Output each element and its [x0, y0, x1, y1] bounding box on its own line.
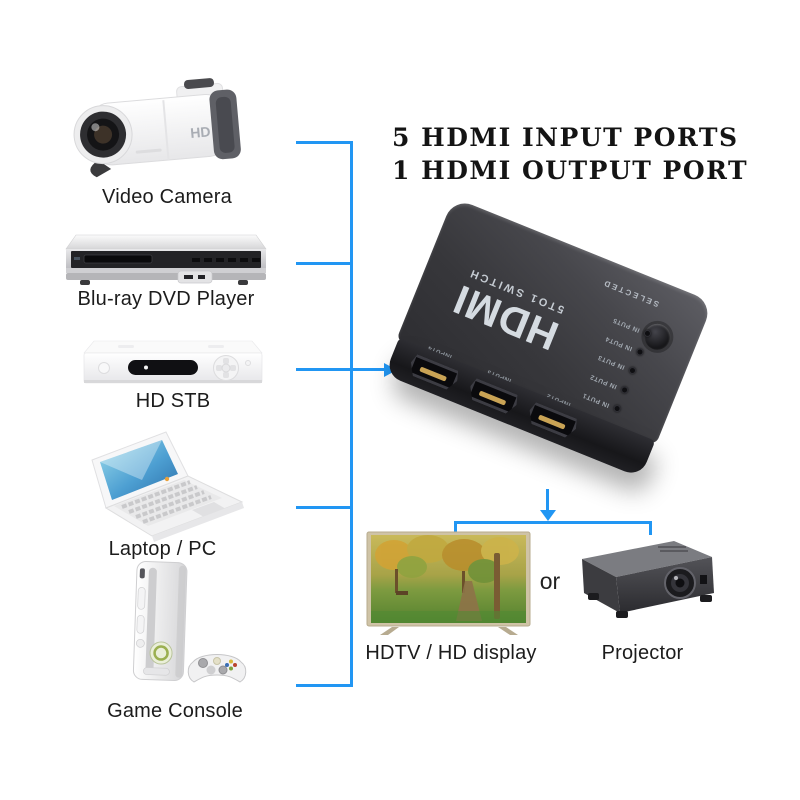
bluray-disc-tray [83, 254, 153, 264]
headline-line1: 5 HDMI INPUT PORTS [392, 123, 739, 152]
bluray-player-image [60, 229, 272, 289]
output-arrowhead-icon [539, 510, 556, 521]
output-bracket-line [454, 521, 652, 524]
bracket-left-drop [454, 521, 457, 535]
hdmi-port-input2[interactable] [525, 401, 580, 440]
hdmi-port-input3[interactable] [466, 377, 521, 416]
game-console-image [85, 556, 265, 702]
console-power-button [149, 641, 173, 665]
or-label: or [539, 568, 561, 594]
console-controller [187, 654, 247, 683]
camera-strap [90, 160, 112, 178]
projector-ir-window [700, 575, 707, 584]
led-dot-icon [612, 403, 622, 414]
tv-screen [371, 535, 526, 623]
camera-stub-line [296, 141, 352, 144]
stb-display [128, 360, 198, 375]
bluray-stub-line [296, 262, 352, 265]
bluray-buttons [192, 258, 260, 262]
bluray-player-label: Blu-ray DVD Player [77, 288, 255, 310]
laptop-label: Laptop / PC [108, 538, 217, 560]
hdtv-image [366, 531, 532, 637]
laptop-screen [100, 440, 178, 500]
projector-label: Projector [601, 642, 684, 664]
tv-leg-right [498, 627, 518, 635]
bracket-right-drop [649, 521, 652, 535]
console-tower [132, 560, 188, 682]
input-bus-line [350, 141, 353, 687]
laptop-stub-line [296, 506, 352, 509]
hd-stb-label: HD STB [135, 390, 211, 412]
headline-line2: 1 HDMI OUTPUT PORT [392, 156, 749, 185]
hdmi-switch-device: HDMI 5TO1 SWITCH SELECTED IN PUT1 IN PUT… [383, 197, 714, 478]
led-dot-icon [627, 366, 637, 376]
video-camera-image: HD [64, 76, 270, 186]
hdtv-label: HDTV / HD display [365, 642, 537, 664]
laptop-image [70, 430, 255, 542]
hdmi-port-input4[interactable] [406, 353, 461, 392]
led-dot-icon [620, 385, 630, 395]
projector-image [562, 533, 724, 633]
headline: 5 HDMI INPUT PORTS 1 HDMI OUTPUT PORT [392, 121, 749, 187]
video-camera-label: Video Camera [102, 186, 232, 208]
laptop-keyboard [121, 480, 212, 524]
tv-leg-left [380, 627, 399, 635]
hd-stb-image [78, 333, 268, 393]
console-stub-line [296, 684, 352, 687]
stb-stub-line [296, 368, 386, 371]
game-console-label: Game Console [107, 700, 243, 722]
projector-left-face [582, 559, 620, 613]
led-dot-icon [635, 347, 645, 357]
output-arrow-line [546, 489, 549, 511]
camera-hd-badge: HD [190, 123, 212, 141]
